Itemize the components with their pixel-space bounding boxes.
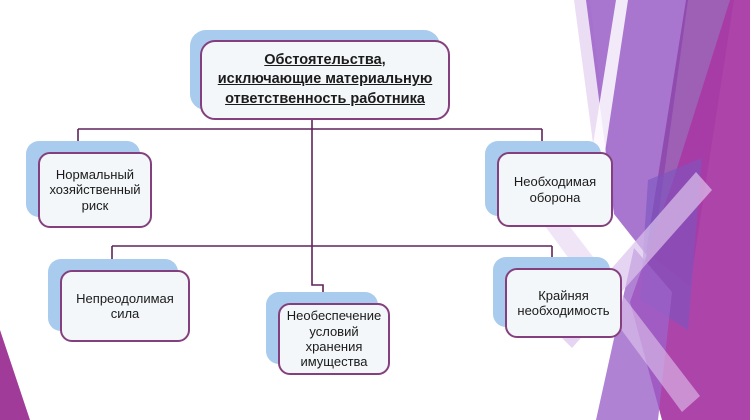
node-normal-risk-face: Нормальный хозяйственный риск	[38, 152, 152, 228]
node-necessary-defense: Необходимая оборона	[485, 141, 613, 227]
node-extreme-necessity-label: Крайняя необходимость	[517, 287, 610, 318]
node-storage-conditions-label: Необеспечение условий хранения имущества	[286, 308, 382, 370]
deco-bottom-left-wedge	[0, 330, 30, 420]
node-force-majeure: Непреодолимая сила	[48, 259, 190, 342]
node-root: Обстоятельства, исключающие материальную…	[190, 30, 450, 120]
node-necessary-defense-label: Необходимая оборона	[513, 174, 597, 205]
node-root-face: Обстоятельства, исключающие материальную…	[200, 40, 450, 120]
node-storage-conditions: Необеспечение условий хранения имущества	[266, 292, 390, 375]
node-force-majeure-label: Непреодолимая сила	[76, 290, 174, 321]
node-root-label: Обстоятельства, исключающие материальную…	[217, 52, 433, 107]
node-storage-conditions-face: Необеспечение условий хранения имущества	[278, 303, 390, 375]
node-normal-risk-label: Нормальный хозяйственный риск	[49, 167, 141, 213]
node-necessary-defense-face: Необходимая оборона	[497, 152, 613, 227]
node-extreme-necessity-face: Крайняя необходимость	[505, 268, 622, 338]
node-normal-risk: Нормальный хозяйственный риск	[26, 141, 152, 228]
node-extreme-necessity: Крайняя необходимость	[493, 257, 622, 338]
node-force-majeure-face: Непреодолимая сила	[60, 270, 190, 342]
